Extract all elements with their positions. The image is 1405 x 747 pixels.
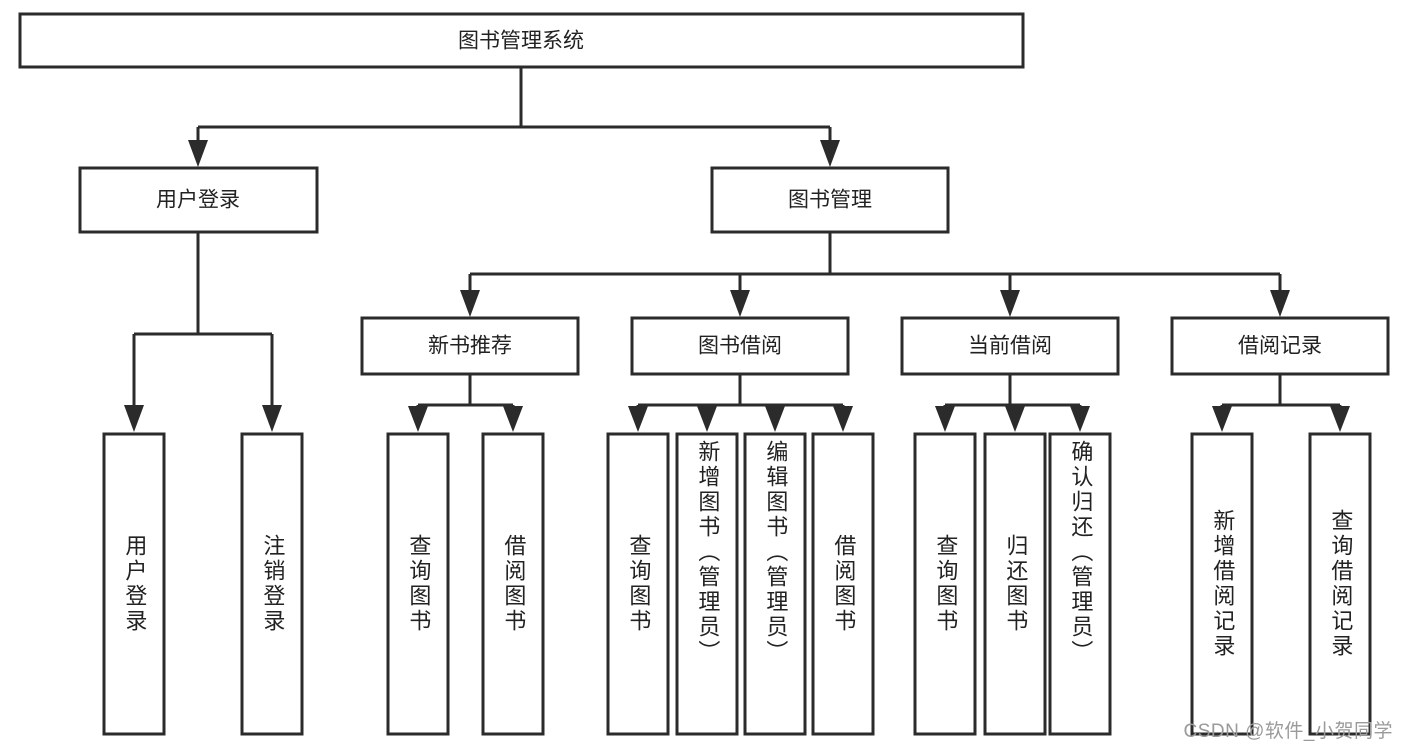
arrowhead-leaf-query-book-current	[935, 406, 955, 432]
node-label-current-borrow: 当前借阅	[968, 335, 1052, 358]
arrowhead-leaf-add-book	[697, 406, 717, 432]
node-label-book-borrow: 图书借阅	[698, 335, 782, 358]
watermark-text: CSDN @软件_小贺同学	[1183, 721, 1393, 742]
arrowhead-book-manage	[820, 140, 840, 167]
edge-newbook-to-bus	[416, 374, 515, 408]
edge-currentborrow-to-bus	[943, 374, 1082, 408]
edge-bookmanage-to-bus	[468, 232, 1282, 290]
arrowhead-book-borrow	[730, 290, 750, 317]
node-box-new-book-recommend[interactable]	[360, 316, 580, 376]
arrowhead-current-borrow	[1000, 290, 1020, 317]
arrowhead-leaf-borrow-book	[833, 406, 853, 432]
node-box-leaf-query-book-current[interactable]	[913, 432, 977, 736]
node-box-leaf-query-book-borrow[interactable]	[606, 432, 670, 736]
node-box-root[interactable]	[18, 12, 1025, 69]
node-box-leaf-query-borrow-record[interactable]	[1308, 432, 1372, 736]
node-label-book-manage: 图书管理	[788, 189, 872, 212]
node-box-leaf-edit-book[interactable]	[743, 432, 807, 736]
node-box-leaf-add-borrow-record[interactable]	[1190, 432, 1254, 736]
edge-borrowrecord-to-bus	[1220, 374, 1342, 408]
arrowhead-leaf-edit-book	[765, 406, 785, 432]
nodes-layer: 图书管理系统 用户登录 图书管理 新书推荐 图书借阅 当前借阅 借阅记录	[18, 12, 1390, 736]
node-box-user-login[interactable]	[78, 166, 319, 234]
edge-root-to-bus	[196, 67, 832, 140]
arrowhead-leaf-confirm-return	[1070, 406, 1090, 432]
node-box-book-borrow[interactable]	[630, 316, 850, 376]
node-box-leaf-borrow-book[interactable]	[811, 432, 875, 736]
arrowhead-user-login	[188, 140, 208, 167]
arrowhead-new-book-recommend	[460, 290, 480, 317]
arrowhead-borrow-record	[1270, 290, 1290, 317]
node-box-leaf-add-book[interactable]	[675, 432, 739, 736]
node-label-root: 图书管理系统	[458, 30, 584, 53]
node-label-new-book-recommend: 新书推荐	[428, 335, 512, 358]
arrowhead-leaf-query-book-borrow	[628, 406, 648, 432]
edge-userlogin-to-bus	[132, 232, 274, 405]
node-box-leaf-confirm-return[interactable]	[1048, 432, 1112, 736]
node-box-leaf-borrow-book-recommend[interactable]	[481, 432, 545, 736]
node-box-borrow-record[interactable]	[1170, 316, 1390, 376]
node-box-current-borrow[interactable]	[900, 316, 1120, 376]
arrowhead-leaf-add-borrow-record	[1212, 406, 1232, 432]
arrowhead-leaf-query-book-recommend	[408, 406, 428, 432]
node-box-leaf-query-book-recommend[interactable]	[386, 432, 450, 736]
arrowhead-leaf-borrow-book-recommend	[503, 406, 523, 432]
arrowhead-leaf-return-book	[1005, 406, 1025, 432]
node-box-book-manage[interactable]	[710, 166, 950, 234]
arrowhead-leaf-query-borrow-record	[1330, 406, 1350, 432]
connectors-layer	[124, 67, 1350, 432]
node-box-leaf-logout[interactable]	[240, 432, 304, 736]
arrowhead-leaf-logout	[262, 405, 282, 432]
arrowhead-leaf-user-login	[124, 405, 144, 432]
node-label-user-login: 用户登录	[156, 189, 240, 212]
node-box-leaf-return-book[interactable]	[983, 432, 1047, 736]
node-label-borrow-record: 借阅记录	[1238, 335, 1322, 358]
node-box-leaf-user-login[interactable]	[102, 432, 166, 736]
edge-bookborrow-to-bus	[636, 374, 845, 408]
